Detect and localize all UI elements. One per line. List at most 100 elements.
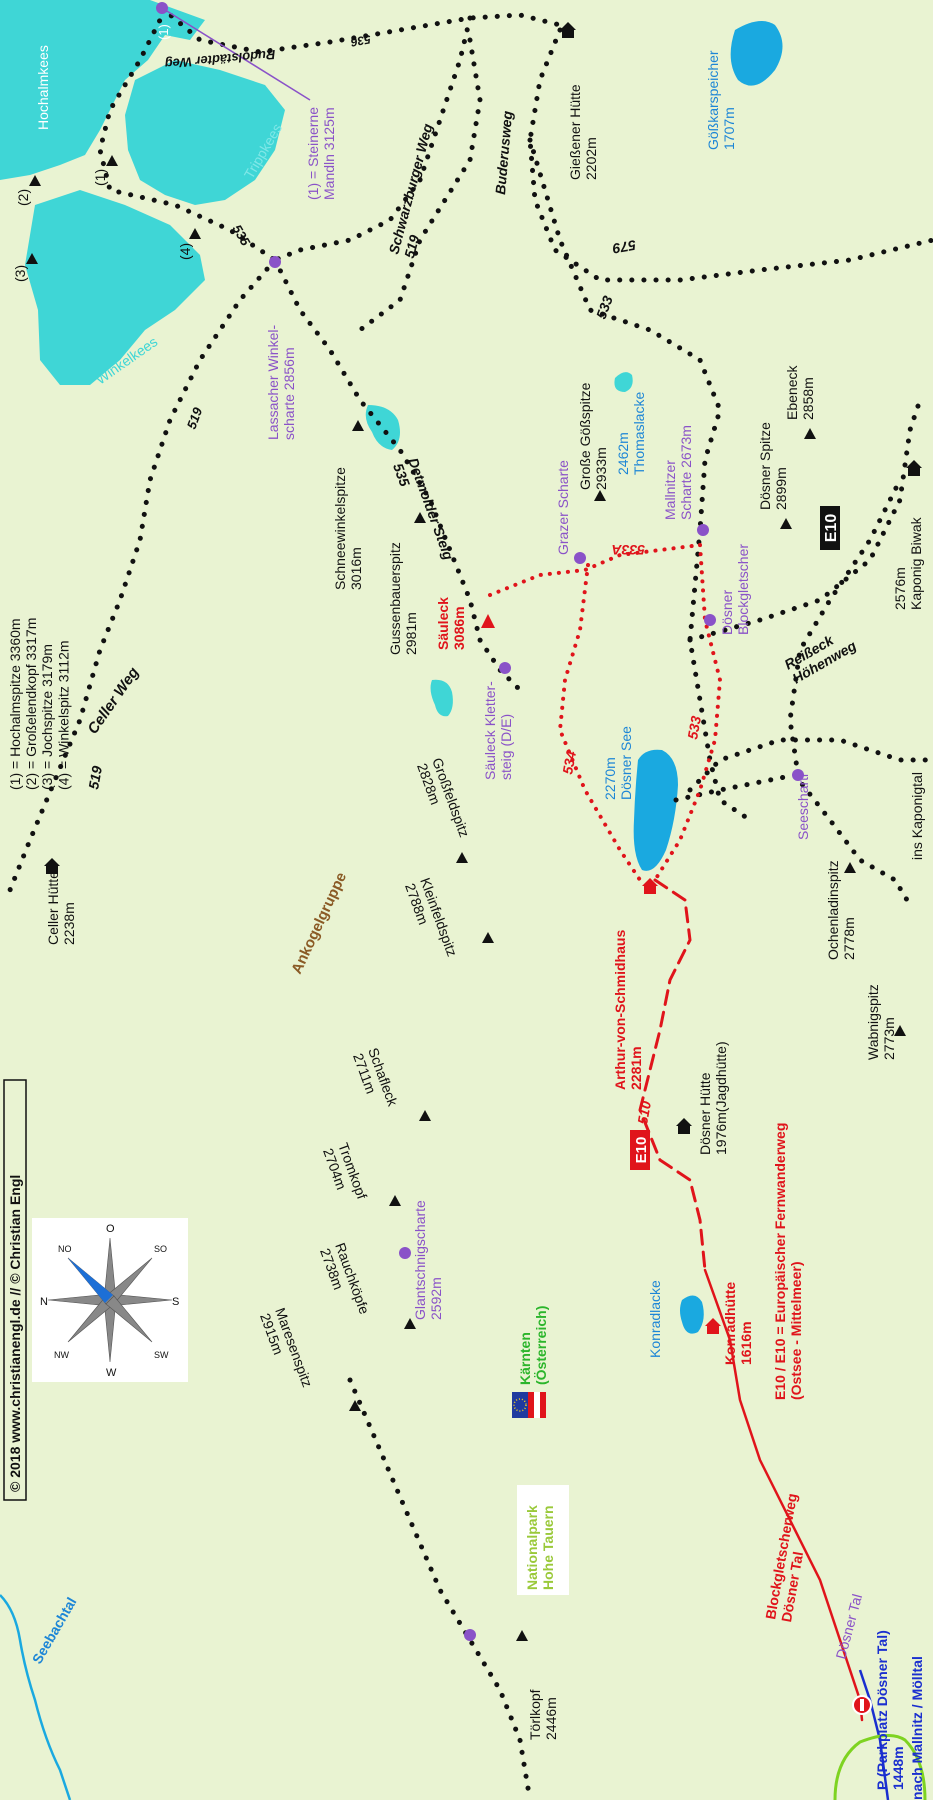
schwarzburger-trail (272, 15, 473, 263)
schafleck-icon[interactable] (419, 1110, 431, 1121)
giessener-hut-icon[interactable] (560, 22, 576, 38)
maresen-marker[interactable] (464, 1629, 476, 1641)
compass-O: O (106, 1223, 115, 1235)
peak-2-icon[interactable] (29, 175, 41, 186)
ebeneck-icon[interactable] (804, 428, 816, 439)
label-doesnerblock: DösnerBlockgletscher (719, 544, 751, 635)
label-wabnig: Wabnigspitz2773m (865, 984, 897, 1060)
blockgletscher-trail[interactable] (703, 1268, 864, 1722)
celler-hut-icon[interactable] (44, 858, 60, 874)
schmidhaus-hut-icon[interactable] (642, 878, 658, 894)
toerlkopf-icon[interactable] (516, 1630, 528, 1641)
doesner-hut-icon[interactable] (676, 1118, 692, 1134)
kaponig-hut-icon[interactable] (906, 460, 922, 476)
kleinfeld-icon[interactable] (482, 932, 494, 943)
kaponig-trail (787, 477, 903, 778)
trail-533A[interactable] (488, 543, 702, 597)
copyright-text: © 2018 www.christianengl.de // © Christi… (7, 1175, 23, 1492)
pass-markers (156, 2, 804, 1641)
label-m2: (2) (15, 189, 31, 206)
label-hochalmkees: Hochalmkees (35, 45, 51, 130)
goesskarspeicher-lake (730, 21, 783, 86)
tromkopf-icon[interactable] (389, 1195, 401, 1206)
label-konradhuette: Konradhütte1616m (722, 1282, 754, 1365)
compass-SW: SW (154, 1350, 169, 1360)
rauchkoepfe-icon[interactable] (404, 1318, 416, 1329)
seescharti-marker[interactable] (792, 769, 804, 781)
trail-519-west (7, 257, 278, 893)
label-glantschnig: Glantschnigscharte2592m (412, 1200, 444, 1320)
label-m4: (4) (177, 243, 193, 260)
label-534: 534 (559, 750, 579, 776)
austria-badge (512, 1392, 546, 1418)
trail-534[interactable] (557, 563, 642, 882)
peak-4-icon[interactable] (189, 228, 201, 239)
lassacher-marker[interactable] (269, 256, 281, 268)
schneewinkel-lake (365, 405, 400, 450)
konradlacke-lake (680, 1295, 704, 1334)
peak-icons (26, 155, 906, 1641)
klettersteig-marker[interactable] (499, 662, 511, 674)
trail-510[interactable] (638, 878, 707, 1272)
label-519b: 519 (85, 765, 105, 791)
mallnitzer-marker[interactable] (697, 524, 709, 536)
grossegoess-icon[interactable] (594, 490, 606, 501)
label-kaernten: Kärnten(Österreich) (517, 1306, 549, 1385)
compass-N: N (40, 1296, 48, 1308)
label-m1: (1) (92, 169, 108, 186)
buderus-trail (527, 27, 933, 283)
rivers (0, 1594, 927, 1800)
label-ochenladin: Ochenladinspitz2778m (825, 860, 857, 960)
wabnig-icon[interactable] (894, 1025, 906, 1036)
grossfeld-icon[interactable] (456, 852, 468, 863)
saeuleck-summit-icon[interactable] (481, 614, 495, 628)
e10-badge-red: E10 (630, 1130, 650, 1170)
label-seescharti: Seescharti (795, 774, 811, 840)
e10-badge-black: E10 (820, 506, 840, 550)
label-mallnitzer: MallnitzerScharte 2673m (662, 425, 694, 520)
label-klettersteig: Säuleck Kletter-steig (D/E) (482, 681, 514, 780)
grazer-marker[interactable] (574, 552, 586, 564)
black-trails (7, 5, 933, 1800)
nationalpark-badge-bg (517, 1485, 569, 1595)
label-giessener: Gießener Hütte2202m (567, 84, 599, 180)
compass-north-needle-icon (68, 1258, 113, 1303)
label-519: 519 (184, 405, 206, 431)
label-ebeneck: Ebeneck2858m (784, 365, 816, 420)
maresenspitz-icon[interactable] (349, 1400, 361, 1411)
konrad-hut-icon[interactable] (705, 1318, 721, 1334)
label-mandln: (1) = SteinerneMandln 3125m (305, 107, 337, 200)
peak-1-icon[interactable] (106, 155, 118, 166)
label-579: 579 (611, 237, 637, 257)
doesnerspitze-icon[interactable] (780, 518, 792, 529)
compass-rose: N NO O SO S SW W NW (32, 1218, 188, 1382)
label-schneewinkelspitze: Schneewinkelspitze3016m (332, 467, 364, 590)
label-grossegoess: Große Gößspitze2933m (577, 382, 609, 490)
doesnerblock-marker[interactable] (704, 614, 716, 626)
copyright-box: © 2018 www.christianengl.de // © Christi… (3, 1079, 27, 1501)
hochalmkees-glacier (0, 0, 205, 180)
label-goesskarspeicher: Gößkarspeicher1707m (705, 50, 737, 150)
label-doesnerspitze: Dösner Spitze2899m (757, 422, 789, 510)
red-trails (488, 543, 864, 1722)
mandln-marker[interactable] (156, 2, 168, 14)
label-thomaslacke: 2462mThomaslacke (615, 392, 647, 475)
label-533A: 533A (612, 542, 645, 558)
compass-NO: NO (58, 1244, 72, 1254)
peak-3-icon[interactable] (26, 253, 38, 264)
label-lassacher: Lassacher Winkel-scharte 2856m (265, 325, 297, 440)
label-glacier-marker: (1) (156, 24, 171, 40)
mallnitzer-trail (687, 527, 753, 823)
reisseck-trail (687, 397, 923, 643)
label-510: 510 (634, 1100, 654, 1126)
thomaslacke-lake (614, 372, 633, 392)
schneewinkelspitze-icon[interactable] (352, 420, 364, 431)
glantschnig-marker[interactable] (399, 1247, 411, 1259)
label-doesner: Dösner Hütte1976m(Jagdhütte) (697, 1041, 729, 1155)
ochenladin-icon[interactable] (844, 862, 856, 873)
gussenbauerspitz-icon[interactable] (414, 512, 426, 523)
label-saeuleck: Säuleck3086m (435, 597, 467, 650)
label-toerlkopf: Törlkopf2446m (527, 1689, 559, 1740)
e10-label-red: E10 (633, 1137, 650, 1164)
